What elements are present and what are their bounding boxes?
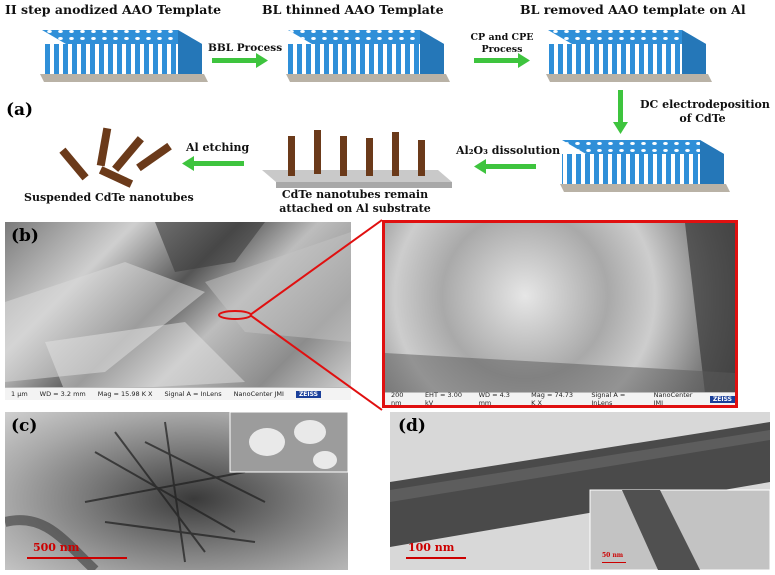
panel-c-letter: (c) bbox=[11, 416, 38, 436]
arrow-cp bbox=[474, 53, 530, 68]
arrow-etching-label: Al etching bbox=[186, 141, 250, 154]
inset-scale-label-d: 50 nm bbox=[602, 552, 624, 559]
sem-info-bar-right: 200 nm EHT = 3.00 kV WD = 4.3 mm Mag = 7… bbox=[385, 391, 735, 405]
arrow-etching bbox=[182, 156, 244, 171]
arrow-dissolution bbox=[474, 159, 536, 174]
arrow-cp-label: CP and CPE Process bbox=[470, 32, 534, 55]
sem-image-high-mag: 200 nm EHT = 3.00 kV WD = 4.3 mm Mag = 7… bbox=[382, 220, 738, 408]
inset-scale-bar-d bbox=[602, 562, 626, 563]
tem-fibers bbox=[5, 412, 348, 570]
suspended-nanotubes bbox=[59, 127, 172, 188]
sem-texture bbox=[5, 222, 351, 392]
arrow-bbl-label: BBL Process bbox=[208, 42, 283, 54]
aao-template-1 bbox=[40, 30, 208, 82]
arrow-down-label: DC electrodeposition of CdTe bbox=[640, 98, 770, 125]
substrate-caption: CdTe nanotubes remain attached on Al sub… bbox=[279, 188, 431, 215]
panel-d-letter: (d) bbox=[398, 416, 426, 436]
tem-image-single-tube: (d) 100 nm 50 nm bbox=[390, 412, 770, 570]
panel-b-letter: (b) bbox=[11, 226, 39, 246]
zoom-lines bbox=[249, 219, 383, 411]
arrow-dissolution-label: Al₂O₃ dissolution bbox=[456, 144, 561, 157]
aao-template-filled bbox=[560, 140, 730, 192]
step2-title: BL thinned AAO Template bbox=[262, 2, 444, 17]
process-schematic bbox=[40, 30, 730, 192]
step3-title: BL removed AAO template on Al bbox=[520, 2, 746, 17]
suspended-caption: Suspended CdTe nanotubes bbox=[24, 191, 194, 204]
al-substrate-with-nanotubes bbox=[262, 130, 452, 188]
sem-texture-zoom bbox=[385, 223, 735, 393]
aao-template-3 bbox=[546, 30, 712, 82]
scale-label-d: 100 nm bbox=[408, 541, 455, 554]
step1-title: II step anodized AAO Template bbox=[5, 2, 222, 17]
aao-template-2 bbox=[286, 30, 450, 82]
scale-bar-d bbox=[406, 557, 466, 559]
arrow-down bbox=[613, 90, 628, 134]
scale-bar-c bbox=[27, 557, 127, 559]
panel-a-letter: (a) bbox=[6, 100, 34, 120]
tem-image-bundle: (c) 500 nm bbox=[5, 412, 348, 570]
tem-tube bbox=[390, 422, 770, 570]
zeiss-logo: ZEISS bbox=[295, 390, 322, 398]
sem-info-bar-left: 1 μm WD = 3.2 mm Mag = 15.98 K X Signal … bbox=[5, 387, 351, 400]
sem-image-low-mag: (b) 1 μm WD = 3.2 mm Mag = 15.98 K X Sig… bbox=[5, 222, 351, 400]
arrow-bbl bbox=[212, 53, 268, 68]
zeiss-logo: ZEISS bbox=[709, 395, 735, 403]
scale-label-c: 500 nm bbox=[33, 541, 80, 554]
